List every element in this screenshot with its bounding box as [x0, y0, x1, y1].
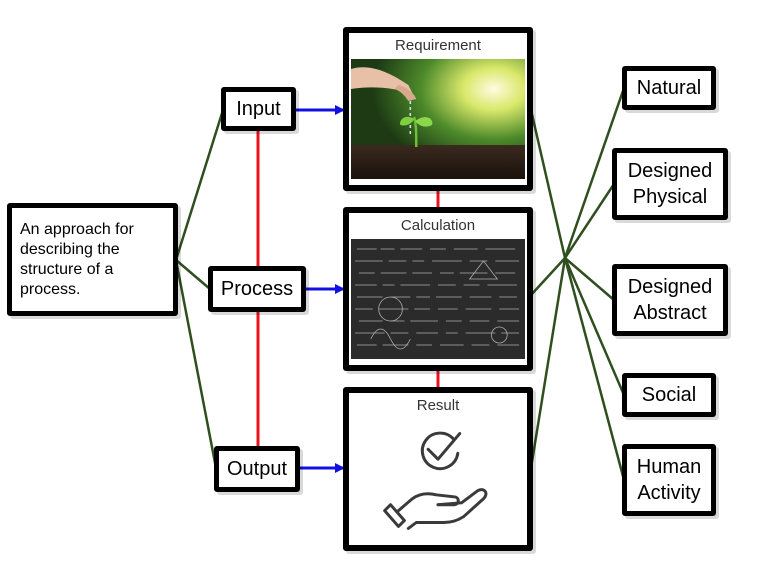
process-box: Process: [208, 266, 306, 312]
category-social: Social: [622, 373, 716, 417]
requirement-title: Requirement: [395, 37, 481, 54]
description-box: An approach for describing the structure…: [7, 203, 178, 316]
link-hub-designed-abstract: [564, 257, 615, 301]
category-social-label: Social: [641, 384, 697, 406]
category-natural: Natural: [622, 66, 716, 110]
math-formulas-chalkboard: [351, 239, 525, 359]
link-hub-designed-physical: [563, 183, 616, 259]
category-natural-label: Natural: [636, 77, 702, 99]
description-text: An approach for describing the structure…: [20, 220, 134, 298]
result-title: Result: [416, 397, 460, 414]
category-human-activity-label: Human Activity: [636, 456, 702, 504]
calculation-title: Calculation: [400, 217, 476, 234]
output-label: Output: [226, 458, 288, 480]
seedling-watering-photo: [351, 59, 525, 179]
result-panel: Result: [343, 387, 533, 551]
requirement-panel: Requirement: [343, 27, 533, 191]
category-designed-abstract-label: Designed Abstract: [627, 276, 713, 324]
hand-checkmark-icon: [351, 419, 525, 539]
link-hub-human-activity: [563, 257, 626, 481]
calculation-panel: Calculation: [343, 207, 533, 371]
link-hub-social: [563, 257, 626, 396]
link-hub-natural: [563, 87, 626, 259]
link-calculation-hub: [530, 257, 566, 296]
link-desc-input: [174, 109, 225, 261]
link-desc-process: [175, 259, 211, 290]
link-desc-output: [174, 259, 218, 469]
input-label: Input: [236, 98, 281, 120]
link-requirement-hub: [529, 109, 567, 259]
category-human-activity: Human Activity: [622, 444, 716, 516]
category-designed-physical: Designed Physical: [612, 148, 728, 220]
output-box: Output: [214, 446, 300, 492]
input-box: Input: [221, 87, 296, 131]
link-result-hub: [529, 257, 567, 469]
process-label: Process: [220, 278, 294, 300]
category-designed-physical-label: Designed Physical: [627, 160, 713, 208]
category-designed-abstract: Designed Abstract: [612, 264, 728, 336]
